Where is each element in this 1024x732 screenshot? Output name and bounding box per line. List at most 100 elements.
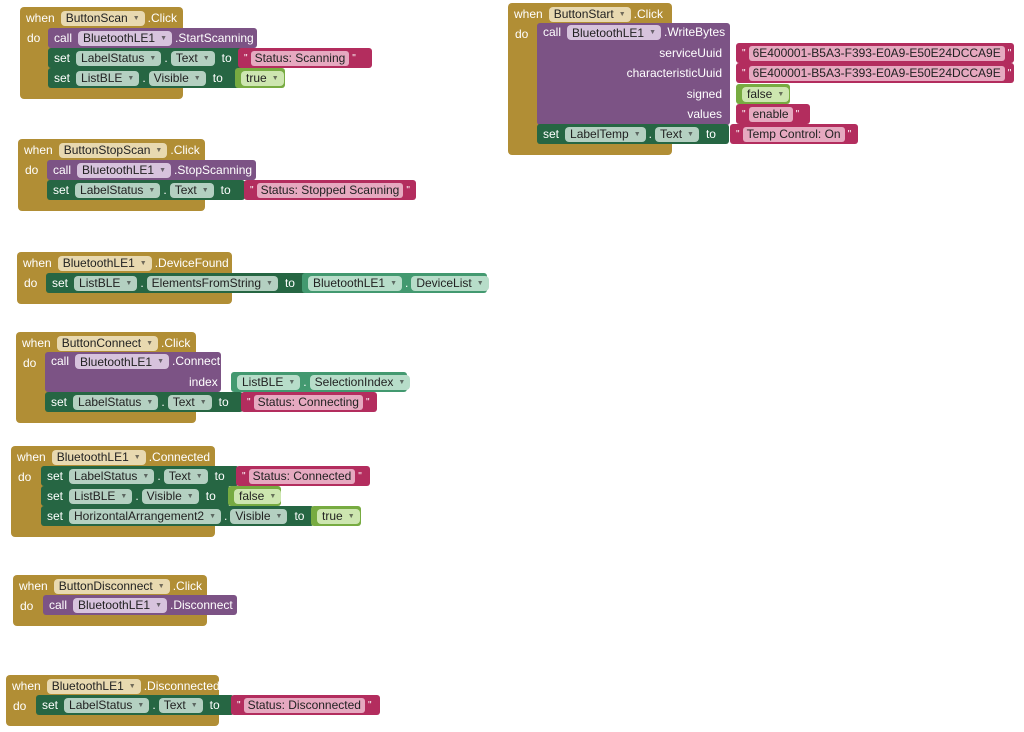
when-keyword: when <box>26 11 55 25</box>
text-value[interactable]: enable <box>748 106 793 122</box>
component-dropdown[interactable]: ButtonStopScan▼ <box>58 142 168 158</box>
set-block[interactable]: set HorizontalArrangement2▼ . Visible▼ t… <box>41 506 314 526</box>
component-dropdown[interactable]: ListBLE▼ <box>74 275 138 291</box>
text-block-values[interactable]: " enable " <box>736 104 810 124</box>
property-dropdown[interactable]: ElementsFromString▼ <box>146 275 278 291</box>
text-block[interactable]: " Status: Disconnected " <box>231 695 380 715</box>
logic-block[interactable]: false▼ <box>228 486 282 506</box>
component-dropdown[interactable]: BluetoothLE1▼ <box>46 678 141 694</box>
logic-dropdown[interactable]: true ▼ <box>317 508 360 524</box>
logic-block[interactable]: true ▼ <box>311 506 361 526</box>
method-name: .StopScanning <box>174 163 253 177</box>
text-value[interactable]: Status: Connecting <box>253 394 363 410</box>
set-block[interactable]: set LabelTemp▼ . Text▼ to <box>537 124 729 144</box>
text-value[interactable]: Temp Control: On <box>742 126 845 142</box>
text-value[interactable]: Status: Scanning <box>250 50 350 66</box>
text-value[interactable]: Status: Disconnected <box>243 697 365 713</box>
component-dropdown[interactable]: ListBLE▼ <box>69 488 133 504</box>
text-value[interactable]: Status: Connected <box>248 468 356 484</box>
component-dropdown[interactable]: LabelTemp▼ <box>565 126 646 142</box>
property-dropdown[interactable]: Text▼ <box>169 182 214 198</box>
set-block[interactable]: set LabelStatus▼ . Text▼ to <box>47 180 245 200</box>
component-getter-block[interactable]: BluetoothLE1▼ . DeviceList▼ <box>302 273 489 293</box>
set-block[interactable]: set ListBLE▼ . Visible▼ to <box>41 486 231 506</box>
component-dropdown[interactable]: BluetoothLE1▼ <box>78 30 173 46</box>
component-dropdown[interactable]: ListBLE▼ <box>76 70 140 86</box>
component-dropdown[interactable]: BluetoothLE1▼ <box>567 25 662 40</box>
component-dropdown[interactable]: ButtonScan▼ <box>60 10 145 26</box>
when-keyword: when <box>12 679 41 693</box>
do-keyword: do <box>515 27 529 41</box>
component-dropdown[interactable]: ButtonDisconnect▼ <box>53 578 170 594</box>
text-value[interactable]: Status: Stopped Scanning <box>256 182 404 198</box>
component-dropdown[interactable]: BluetoothLE1▼ <box>73 597 168 613</box>
chevron-down-icon: ▼ <box>271 74 279 82</box>
property-dropdown[interactable]: Text▼ <box>655 126 699 142</box>
call-keyword: call <box>49 598 68 612</box>
set-block[interactable]: set LabelStatus▼ . Text▼ to <box>48 48 246 68</box>
call-block[interactable]: call BluetoothLE1▼ .StopScanning <box>47 160 256 180</box>
text-block[interactable]: " Status: Connected " <box>236 466 370 486</box>
call-block[interactable]: call BluetoothLE1▼ .Connect <box>45 352 221 392</box>
quote: " <box>795 108 800 120</box>
property-dropdown[interactable]: Visible▼ <box>148 70 206 86</box>
component-dropdown[interactable]: BluetoothLE1▼ <box>57 255 152 271</box>
text-value[interactable]: 6E400001-B5A3-F393-E0A9-E50E24DCCA9E <box>748 65 1005 81</box>
component-dropdown[interactable]: ButtonStart▼ <box>548 6 631 22</box>
text-block[interactable]: " Temp Control: On " <box>730 124 858 144</box>
component-name: BluetoothLE1 <box>572 25 645 40</box>
property-dropdown[interactable]: Visible▼ <box>141 488 199 504</box>
component-dropdown[interactable]: LabelStatus▼ <box>73 394 159 410</box>
property-dropdown[interactable]: Text▼ <box>163 468 208 484</box>
component-name: BluetoothLE1 <box>313 276 386 290</box>
component-dropdown[interactable]: LabelStatus▼ <box>64 697 150 713</box>
quote: " <box>742 108 746 120</box>
text-block[interactable]: " Status: Stopped Scanning " <box>244 180 416 200</box>
logic-block[interactable]: false▼ <box>736 84 790 104</box>
text-block[interactable]: " Status: Scanning " <box>238 48 372 68</box>
set-block[interactable]: set LabelStatus▼ . Text▼ to <box>36 695 234 715</box>
logic-dropdown[interactable]: false▼ <box>234 488 282 504</box>
call-block[interactable]: call BluetoothLE1▼ .Disconnect <box>43 595 237 615</box>
property-dropdown[interactable]: DeviceList▼ <box>411 275 489 291</box>
text-block-serviceuuid[interactable]: " 6E400001-B5A3-F393-E0A9-E50E24DCCA9E " <box>736 43 1014 63</box>
component-dropdown[interactable]: LabelStatus▼ <box>76 50 162 66</box>
component-dropdown[interactable]: LabelStatus▼ <box>75 182 161 198</box>
method-name: .Disconnect <box>170 598 233 612</box>
set-block[interactable]: set ListBLE▼ . Visible▼ to <box>48 68 246 88</box>
logic-value: true <box>322 509 343 523</box>
arg-label-signed: signed <box>686 87 722 101</box>
component-dropdown[interactable]: BluetoothLE1▼ <box>75 354 170 369</box>
property-dropdown[interactable]: Text▼ <box>170 50 215 66</box>
component-dropdown[interactable]: ButtonConnect▼ <box>56 335 159 351</box>
component-dropdown[interactable]: HorizontalArrangement2▼ <box>69 508 222 524</box>
call-block[interactable]: call BluetoothLE1▼ .StartScanning <box>48 28 257 48</box>
chevron-down-icon: ▼ <box>266 279 273 287</box>
component-getter-block[interactable]: ListBLE▼ . SelectionIndex▼ <box>231 372 411 392</box>
text-value[interactable]: 6E400001-B5A3-F393-E0A9-E50E24DCCA9E <box>748 45 1005 61</box>
chevron-down-icon: ▼ <box>159 166 167 174</box>
dot: . <box>142 71 146 85</box>
text-block[interactable]: " Status: Connecting " <box>241 392 377 412</box>
component-dropdown[interactable]: ListBLE▼ <box>237 374 301 390</box>
logic-block[interactable]: true▼ <box>235 68 285 88</box>
component-dropdown[interactable]: LabelStatus▼ <box>69 468 155 484</box>
quote: " <box>742 67 746 79</box>
logic-dropdown[interactable]: true▼ <box>241 70 284 86</box>
property-dropdown[interactable]: Visible▼ <box>230 508 288 524</box>
component-dropdown[interactable]: BluetoothLE1▼ <box>308 275 402 291</box>
text-block-characteristicuuid[interactable]: " 6E400001-B5A3-F393-E0A9-E50E24DCCA9E " <box>736 63 1014 83</box>
logic-dropdown[interactable]: false▼ <box>742 86 790 102</box>
property-dropdown[interactable]: Text▼ <box>167 394 212 410</box>
set-block[interactable]: set LabelStatus▼ . Text▼ to <box>41 466 239 486</box>
component-dropdown[interactable]: BluetoothLE1▼ <box>77 162 172 178</box>
property-dropdown[interactable]: SelectionIndex▼ <box>309 374 411 390</box>
to-keyword: to <box>221 51 232 65</box>
set-block[interactable]: set LabelStatus▼ . Text▼ to <box>45 392 243 412</box>
property-dropdown[interactable]: Text▼ <box>158 697 203 713</box>
chevron-down-icon: ▼ <box>347 512 355 520</box>
call-block[interactable]: call BluetoothLE1▼ .WriteBytes <box>537 23 730 125</box>
component-dropdown[interactable]: BluetoothLE1▼ <box>51 449 146 465</box>
chevron-down-icon: ▼ <box>148 186 156 194</box>
set-block[interactable]: set ListBLE▼ . ElementsFromString▼ to <box>46 273 310 293</box>
